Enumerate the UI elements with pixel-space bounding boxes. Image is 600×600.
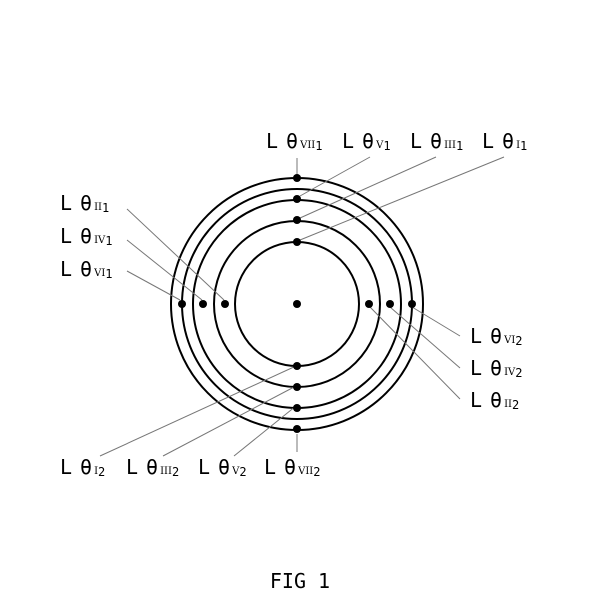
leader-III2 bbox=[162, 385, 297, 457]
figure-caption: FIG 1 bbox=[270, 569, 330, 593]
dots bbox=[178, 174, 416, 433]
leader-V1 bbox=[299, 156, 371, 197]
dot-right-3 bbox=[408, 300, 416, 308]
leader-IV1 bbox=[126, 239, 203, 301]
leader-V2 bbox=[233, 405, 297, 457]
dot-right-1 bbox=[365, 300, 373, 308]
dot-left-3 bbox=[221, 300, 229, 308]
leader-I2 bbox=[99, 365, 297, 457]
leader-I1 bbox=[299, 156, 505, 241]
center-dot bbox=[293, 300, 301, 308]
dot-top-4 bbox=[293, 238, 301, 246]
dot-bottom-4 bbox=[293, 425, 301, 433]
dot-bottom-1 bbox=[293, 362, 301, 370]
dot-bottom-2 bbox=[293, 383, 301, 391]
leader-VI2 bbox=[411, 306, 461, 337]
dot-right-2 bbox=[386, 300, 394, 308]
dot-left-1 bbox=[178, 300, 186, 308]
leader-II1 bbox=[126, 208, 225, 301]
leader-II2 bbox=[369, 306, 461, 400]
leader-VI1 bbox=[126, 270, 181, 301]
dot-top-3 bbox=[293, 216, 301, 224]
leader-IV2 bbox=[389, 306, 461, 369]
dot-top-1 bbox=[293, 174, 301, 182]
dot-left-2 bbox=[199, 300, 207, 308]
dot-bottom-3 bbox=[293, 404, 301, 412]
leader-lines bbox=[99, 156, 505, 457]
leader-III1 bbox=[299, 156, 437, 219]
dot-top-2 bbox=[293, 195, 301, 203]
